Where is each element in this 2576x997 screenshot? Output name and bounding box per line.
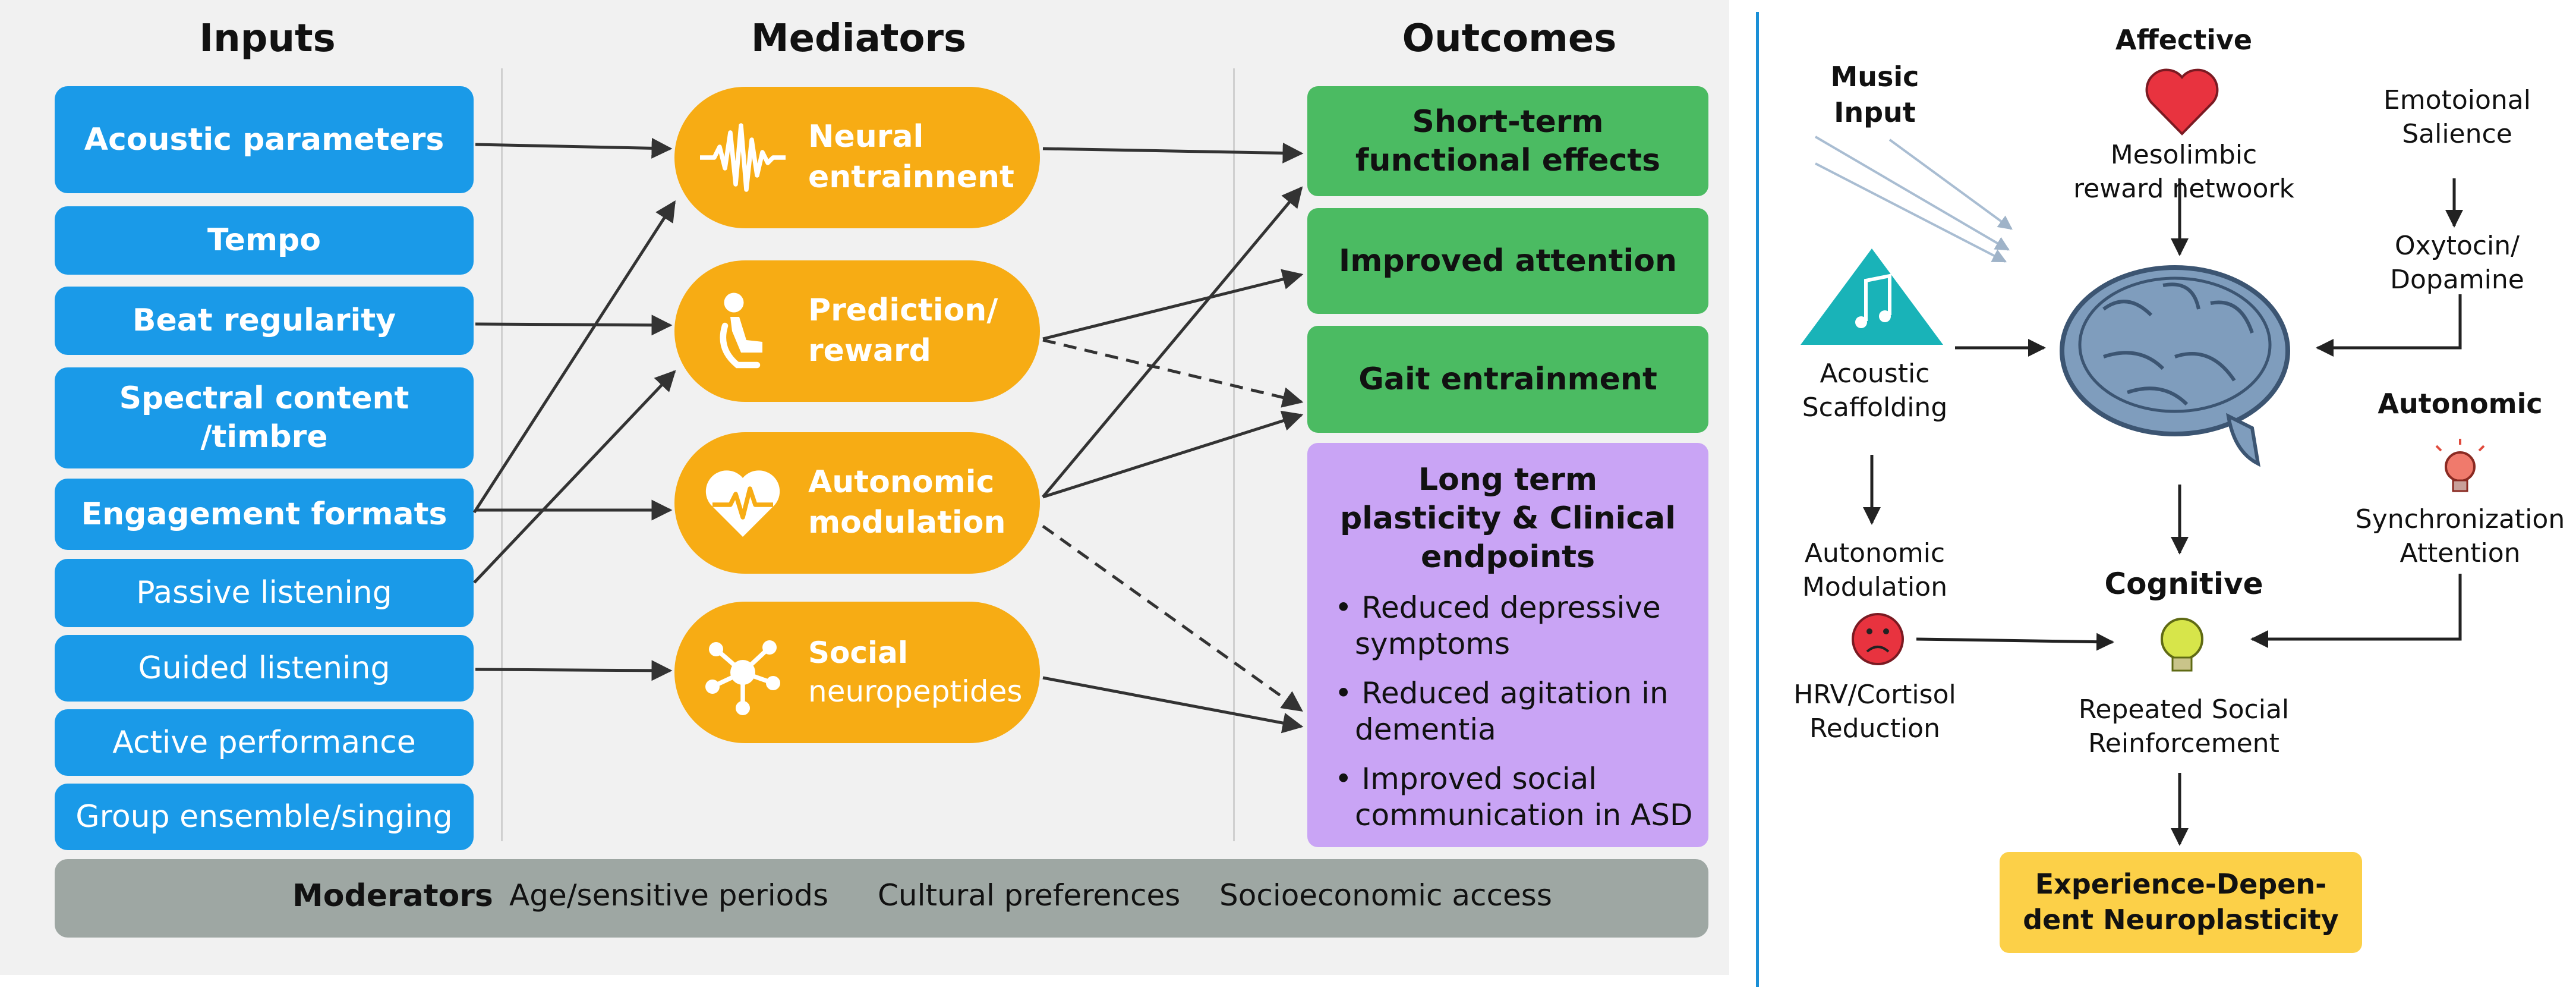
hrv-cortisol-label: HRV/Cortisol Reduction (1793, 680, 1956, 744)
red-lightbulb-icon (2435, 439, 2485, 492)
input-active-performance: Active performance (55, 709, 474, 776)
repeated-social-label: Repeated Social Reinforcement (2078, 694, 2290, 759)
emotional-salience-label: Emotoional Salience (2383, 85, 2531, 150)
outcomes-header: Outcomes (1402, 17, 1617, 61)
outcome-gait-entrainment: Gait entrainment (1307, 326, 1708, 433)
synchronization-attention-label: Synchronization Attention (2355, 504, 2565, 569)
input-tempo: Tempo (55, 206, 474, 275)
input-engagement-formats: Engagement formats (55, 479, 474, 550)
input-guided-listening: Guided listening (55, 635, 474, 702)
outcome-improved-attention: Improved attention (1307, 208, 1708, 314)
molecule-icon (705, 640, 780, 715)
column-divider-1 (501, 68, 503, 841)
autonomic-label: Autonomic (2378, 388, 2543, 420)
mediator-prediction-reward: Prediction/reward (674, 260, 1040, 402)
mesolimbic-label: Mesolimbic reward netwoork (2073, 140, 2294, 205)
mediator-label: Autonomic (808, 464, 995, 501)
oxytocin-dopamine-label: Oxytocin/ Dopamine (2390, 231, 2524, 295)
acoustic-scaffolding-label: Acoustic Scaffolding (1802, 358, 1948, 423)
input-beat-regularity: Beat regularity (55, 287, 474, 355)
green-lightbulb-icon (2161, 618, 2203, 672)
mediator-label: reward (808, 333, 931, 369)
long-term-bullet: • Reduced agitation in dementia (1335, 676, 1669, 747)
mediator-label: modulation (808, 505, 1006, 540)
mediator-label: Social (808, 636, 909, 670)
panel-separator (1756, 12, 1759, 987)
mediator-label: Neural (808, 119, 924, 155)
moderator-item: Cultural preferences (878, 878, 1181, 913)
input-acoustic-parameters: Acoustic parameters (55, 86, 474, 193)
sad-face-icon (1852, 613, 1904, 665)
person-reward-icon (720, 293, 762, 369)
cognitive-label: Cognitive (2104, 567, 2263, 601)
inputs-header: Inputs (199, 17, 336, 61)
mediator-label: neuropeptides (808, 674, 1023, 709)
mediators-header: Mediators (751, 17, 967, 61)
mediator-label: Prediction/ (808, 293, 998, 329)
mediator-social-neuropeptides: Social neuropeptides (674, 602, 1040, 743)
experience-dependent-box: Experience-Depen- dent Neuroplasticity (2000, 852, 2362, 953)
moderator-item: Age/sensitive periods (509, 878, 829, 913)
affective-label: Affective (2115, 24, 2253, 56)
heart-pulse-icon (705, 470, 780, 537)
input-passive-listening: Passive listening (55, 559, 474, 627)
waveform-icon (700, 123, 786, 192)
moderators-label: Moderators (292, 878, 493, 914)
input-spectral-content: Spectral content /timbre (55, 367, 474, 468)
long-term-title: Long term plasticity & Clinical endpoint… (1339, 462, 1676, 575)
mediator-autonomic-modulation: Autonomic modulation (674, 432, 1040, 574)
music-input-lines (1814, 136, 2013, 263)
input-group-ensemble: Group ensemble/singing (55, 784, 474, 850)
mediator-neural-entrainment: Neural entrainnent (674, 87, 1040, 228)
mediator-label: entrainnent (808, 159, 1014, 195)
heart-icon (2145, 68, 2219, 136)
brain-icon (2060, 265, 2290, 467)
long-term-bullet: • Improved social communication in ASD (1335, 762, 1693, 832)
outcome-short-term: Short-term functional effects (1307, 86, 1708, 196)
long-term-bullet: • Reduced depressive symptoms (1335, 590, 1661, 661)
outcome-long-term-box: Long term plasticity & Clinical endpoint… (1307, 443, 1708, 847)
moderator-item: Socioeconomic access (1219, 878, 1552, 913)
music-input-label: Music Input (1830, 61, 1919, 128)
moderators-bar: Moderators Age/sensitive periods Cultura… (55, 859, 1708, 938)
column-divider-2 (1233, 68, 1235, 841)
music-note-icon (1801, 249, 1943, 345)
autonomic-modulation-label: Autonomic Modulation (1802, 538, 1948, 603)
